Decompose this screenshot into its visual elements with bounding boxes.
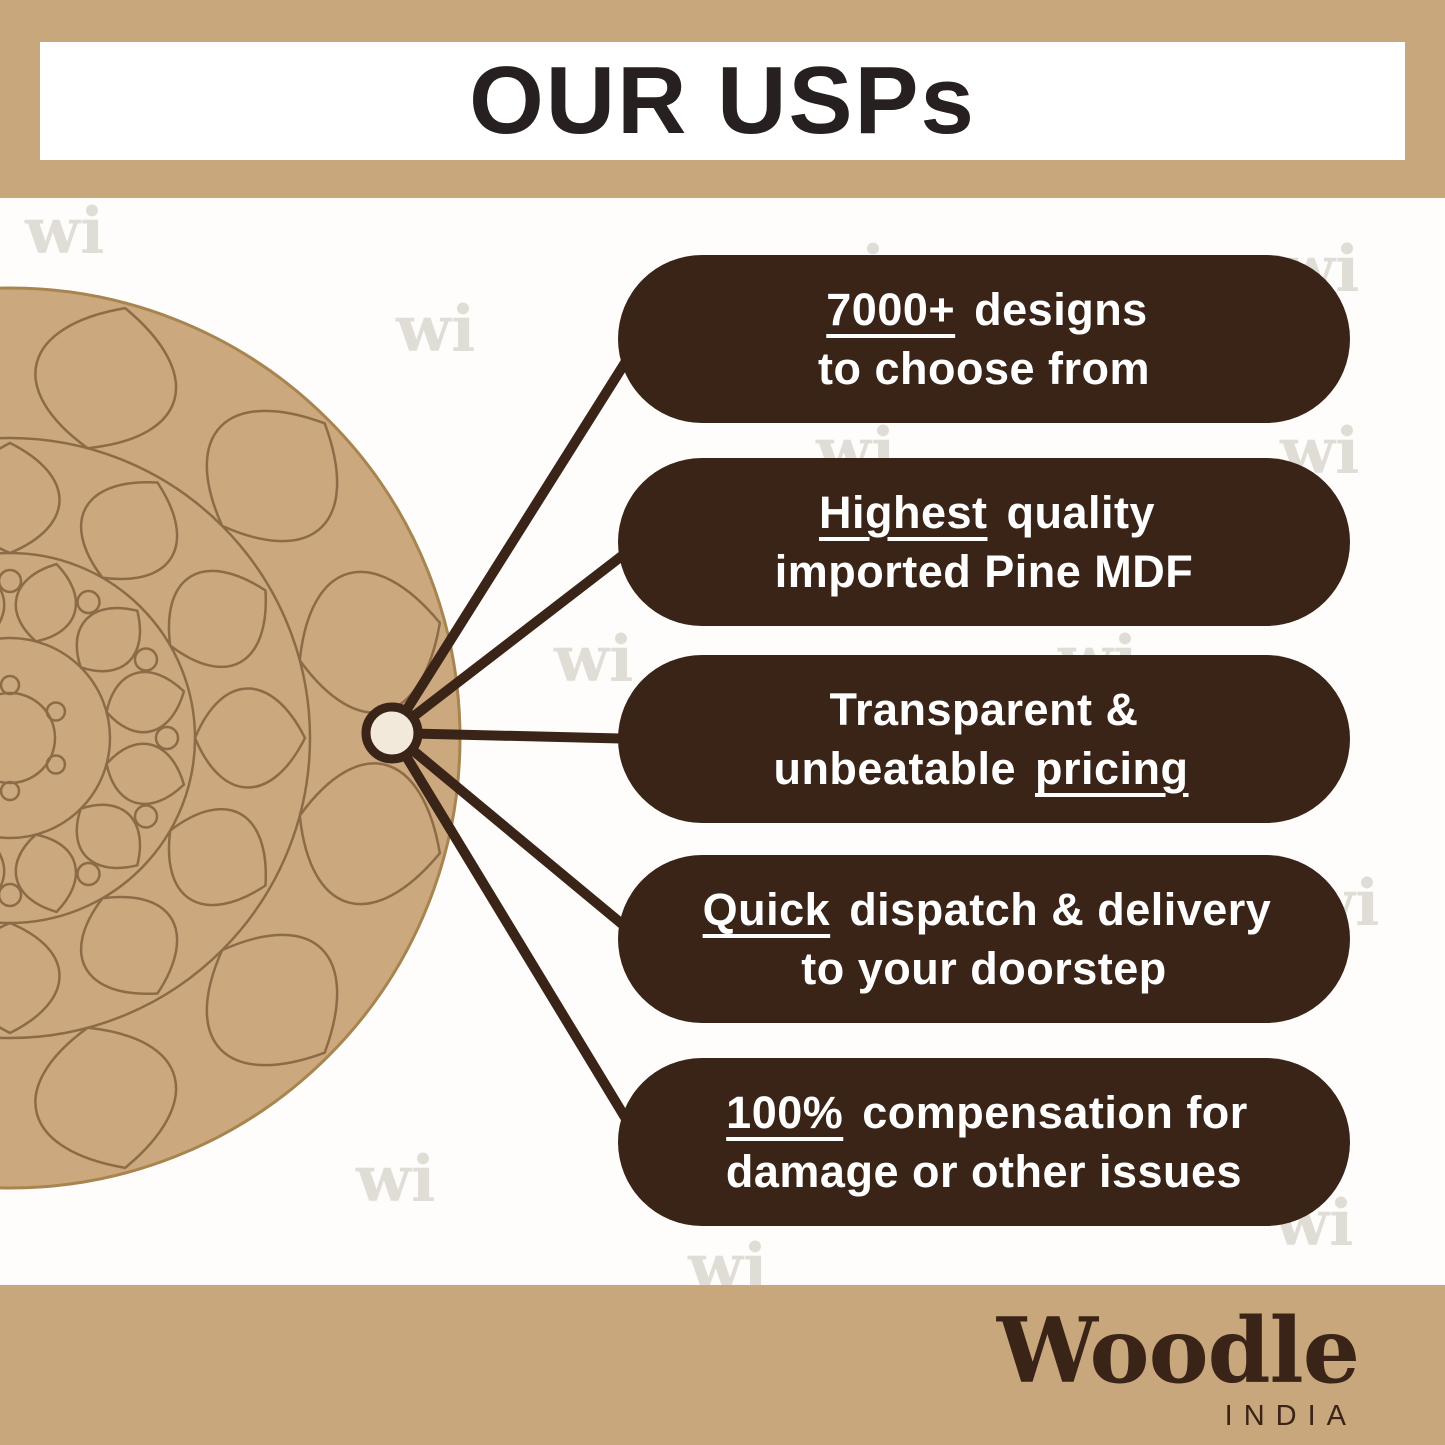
connector-line	[387, 334, 645, 738]
brand-logo: Woodle INDIA	[996, 1298, 1360, 1433]
brand-country: INDIA	[1224, 1400, 1357, 1432]
usp-text-line: Transparent &	[829, 683, 1139, 735]
usp-pill: Quick dispatch & delivery to your doorste…	[618, 855, 1350, 1023]
usp-text-line: unbeatable pricing	[773, 743, 1189, 794]
usp-pill: Highest quality imported Pine MDF	[618, 458, 1350, 626]
usp-text-line: Quick dispatch & delivery	[702, 883, 1272, 935]
connector-overlay	[361, 334, 645, 1147]
watermark-wi-icon: wi	[688, 1230, 768, 1286]
connector-line	[387, 728, 645, 744]
watermark-wi-icon: wi	[396, 292, 476, 367]
usp-text-line: to choose from	[817, 343, 1151, 394]
footer-band: Woodle INDIA	[0, 1285, 1445, 1445]
connector-hub-dot	[361, 702, 423, 764]
usp-pill: Transparent & unbeatable pricing	[618, 655, 1350, 823]
usp-text-line: damage or other issues	[725, 1146, 1243, 1197]
mandala-engraving	[0, 306, 442, 1170]
usp-pill: 100% compensation for damage or other iss…	[618, 1058, 1350, 1226]
usp-text-line: to your doorstep	[801, 943, 1167, 994]
usp-text-line: imported Pine MDF	[774, 546, 1194, 597]
header-panel: OUR USPs	[40, 42, 1405, 160]
usp-text-line: 7000+ designs	[826, 283, 1148, 335]
page-title: OUR USPs	[469, 47, 976, 154]
connector-line	[387, 728, 645, 944]
usp-text-line: 100% compensation for	[726, 1086, 1248, 1138]
watermark-wi-icon: wi	[554, 622, 634, 697]
header-band: OUR USPs	[0, 0, 1445, 198]
connector-line	[387, 537, 645, 738]
usp-text-line: Highest quality	[818, 486, 1156, 538]
brand-name: Woodle	[996, 1298, 1360, 1404]
watermark-wi-icon: wi	[25, 198, 105, 269]
connector-line	[387, 728, 645, 1147]
main-content: wi wi wi wi wi wi wi wi wi wi wi wi 7000…	[0, 198, 1445, 1285]
usp-pill: 7000+ designs to choose from	[618, 255, 1350, 423]
watermark-wi-icon: wi	[356, 1142, 436, 1217]
